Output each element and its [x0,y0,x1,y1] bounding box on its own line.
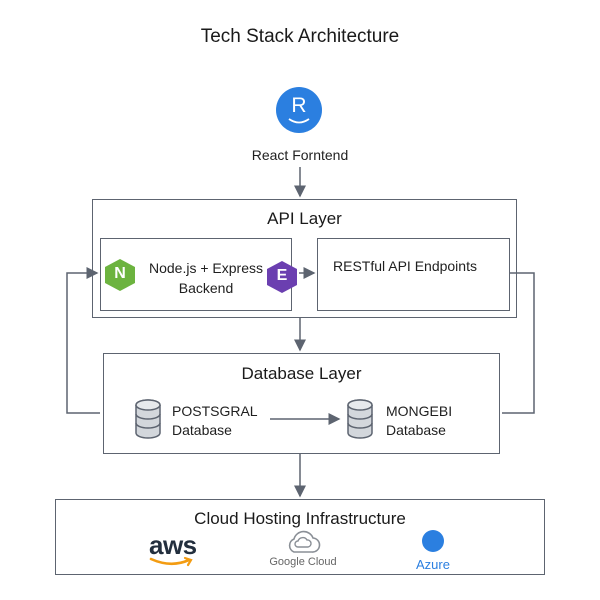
endpoints-box [317,238,510,311]
frontend-label: React Forntend [251,147,349,163]
backend-label-line1: Node.js + Express [149,260,263,276]
aws-logo: aws [149,530,197,560]
react-icon: R [276,87,322,133]
nodejs-letter: N [114,265,126,282]
react-swoosh-icon [288,118,310,124]
mongo-label-line1: MONGEBI [386,403,453,419]
azure-label: Azure [416,557,450,572]
google-cloud-icon [288,530,321,553]
aws-smile-icon [149,556,193,567]
postgres-database-icon [135,399,161,439]
azure-icon [422,530,444,552]
mongo-label-line2: Database [386,422,446,438]
database-layer-title: Database Layer [241,364,362,383]
postgres-label-line2: Database [172,422,232,438]
line-endpoints-to-database-loop [502,272,535,414]
express-icon [267,261,297,293]
nodejs-icon [105,259,135,291]
arrow-database-to-backend-loop [66,267,100,414]
react-letter: R [291,94,307,117]
backend-label-line2: Backend [178,280,234,296]
api-layer-title: API Layer [267,209,342,228]
express-letter: E [276,267,288,284]
mongo-database-icon [347,399,373,439]
cloud-hosting-title: Cloud Hosting Infrastructure [194,509,406,528]
endpoints-label: RESTful API Endpoints [333,258,477,274]
page-title: Tech Stack Architecture [200,26,400,47]
cloud-hosting-box: Cloud Hosting Infrastructure [55,499,545,575]
database-layer-box: Database Layer [103,353,500,454]
google-cloud-label: Google Cloud [269,556,337,568]
postgres-label-line1: POSTSGRAL [172,403,258,419]
